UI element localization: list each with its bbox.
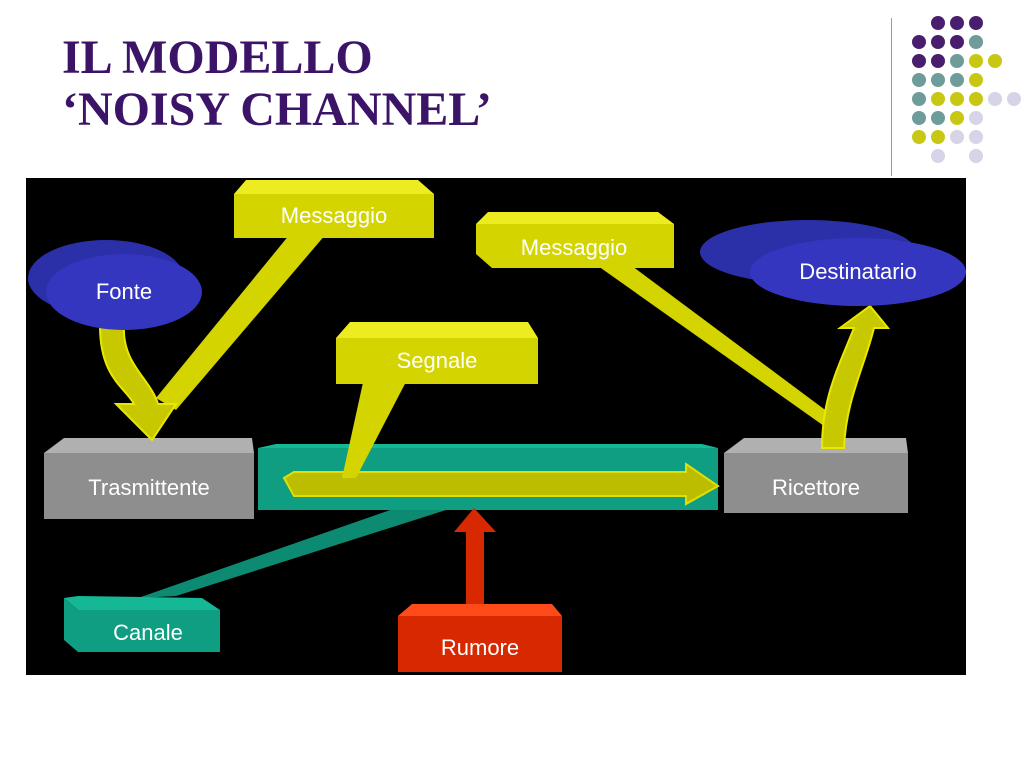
title-divider bbox=[891, 18, 892, 176]
decorative-dot bbox=[931, 130, 945, 144]
channel-label: Canale bbox=[113, 620, 183, 645]
decorative-dot bbox=[912, 73, 926, 87]
decorative-dot bbox=[931, 16, 945, 30]
diagram-graphics bbox=[28, 180, 966, 672]
channel-label-box-face bbox=[64, 598, 220, 652]
noise-label: Rumore bbox=[440, 635, 520, 660]
channel-pointer bbox=[138, 508, 446, 598]
decorative-dot bbox=[931, 92, 945, 106]
transmitter-box-top bbox=[44, 438, 254, 453]
source-label: Fonte bbox=[95, 279, 153, 304]
decorative-dot bbox=[931, 73, 945, 87]
channel-bar-top bbox=[258, 444, 718, 448]
receiver-box-face bbox=[724, 453, 908, 513]
decorative-dot bbox=[950, 54, 964, 68]
message-out-pointer bbox=[156, 234, 326, 410]
slide-title-line-2: ‘NOISY CHANNEL’ bbox=[62, 83, 492, 136]
decorative-dot bbox=[950, 35, 964, 49]
decorative-dot bbox=[969, 111, 983, 125]
message-out-box-top bbox=[234, 180, 434, 194]
receiver-label: Ricettore bbox=[771, 475, 861, 500]
noisy-channel-diagram: Fonte Messaggio Messaggio Destinatario S… bbox=[26, 178, 966, 675]
decorative-dot bbox=[950, 16, 964, 30]
message-in-box-face bbox=[476, 224, 674, 268]
decorative-dot bbox=[950, 130, 964, 144]
decorative-dot bbox=[969, 149, 983, 163]
decorative-dot bbox=[950, 111, 964, 125]
decorative-dot bbox=[969, 73, 983, 87]
signal-arrow bbox=[282, 462, 720, 506]
decorative-dot bbox=[912, 54, 926, 68]
signal-pointer bbox=[342, 378, 408, 478]
message-in-box-top bbox=[476, 212, 674, 224]
message-in-pointer bbox=[598, 266, 836, 426]
transmitter-label: Trasmittente bbox=[88, 475, 210, 500]
message-in-label: Messaggio bbox=[520, 235, 628, 260]
decorative-dot bbox=[931, 35, 945, 49]
decorative-dot bbox=[988, 92, 1002, 106]
decorative-dot bbox=[950, 92, 964, 106]
decorative-dot bbox=[912, 35, 926, 49]
signal-box-face bbox=[336, 338, 538, 384]
decorative-dot bbox=[931, 54, 945, 68]
decorative-dot bbox=[931, 149, 945, 163]
slide-title: IL MODELLO ‘NOISY CHANNEL’ bbox=[62, 32, 492, 136]
decorative-dot bbox=[1007, 92, 1021, 106]
transmitter-box-face bbox=[44, 453, 254, 519]
message-out-box-face bbox=[234, 194, 434, 238]
source-ellipse bbox=[46, 254, 202, 330]
decorative-dot bbox=[912, 92, 926, 106]
decorative-dot bbox=[912, 111, 926, 125]
decorative-dot bbox=[969, 130, 983, 144]
decorative-dot bbox=[912, 130, 926, 144]
noise-box-top bbox=[398, 604, 562, 616]
channel-label-box-top bbox=[64, 596, 220, 610]
signal-label: Segnale bbox=[396, 348, 478, 373]
decorative-dot bbox=[950, 73, 964, 87]
source-arrow bbox=[98, 325, 178, 442]
decorative-dot bbox=[969, 35, 983, 49]
decorative-dot bbox=[969, 92, 983, 106]
receiver-box-top bbox=[724, 438, 908, 453]
destination-arrow bbox=[820, 304, 891, 449]
message-out-label: Messaggio bbox=[280, 203, 388, 228]
slide-title-line-1: IL MODELLO bbox=[62, 31, 373, 84]
destination-label: Destinatario bbox=[799, 259, 917, 284]
destination-ellipse bbox=[750, 238, 966, 306]
noise-arrow bbox=[454, 508, 496, 610]
decorative-dot bbox=[969, 16, 983, 30]
noise-box-face bbox=[398, 616, 562, 672]
decorative-dot-grid bbox=[912, 16, 1021, 163]
decorative-dot bbox=[931, 111, 945, 125]
decorative-dot bbox=[969, 54, 983, 68]
decorative-dot bbox=[988, 54, 1002, 68]
signal-box-top bbox=[336, 322, 538, 338]
